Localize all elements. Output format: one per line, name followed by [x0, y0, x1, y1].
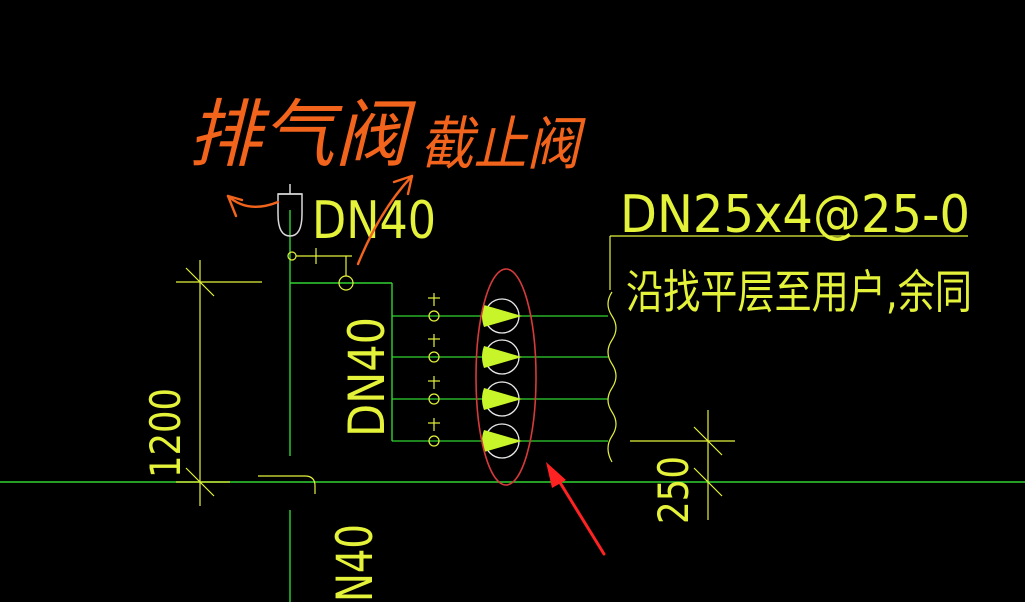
- handwritten-arrow-to-stop-valve: [356, 174, 414, 266]
- dimension-1200: [176, 260, 262, 506]
- handwritten-arrow-to-vent-valve: [226, 194, 280, 218]
- wavy-pipe-bundle: [607, 291, 617, 463]
- dn40-bottom-label: N40: [326, 524, 384, 602]
- riser-bend: [258, 475, 316, 494]
- dimension-250: [630, 410, 735, 520]
- dim-250-label: 250: [649, 456, 698, 524]
- stop-valve-icon: [287, 248, 354, 291]
- flow-direction-marker-icon: [482, 423, 522, 459]
- stop-valve-handwritten-label: 截止阀: [420, 110, 586, 178]
- branch-valve-icon: [428, 334, 440, 363]
- flow-direction-marker-icon: [482, 381, 522, 417]
- dn40-riser-label: DN40: [338, 317, 396, 437]
- branch-valve-icon: [428, 293, 440, 322]
- branch-spec-label: DN25x4@25-0: [620, 185, 970, 245]
- red-pointer-arrow-icon: [546, 462, 606, 556]
- highlight-circle: [475, 268, 537, 486]
- vent-valve-icon: [277, 184, 303, 237]
- flow-direction-marker-icon: [482, 298, 522, 334]
- flow-direction-marker-icon: [482, 339, 522, 375]
- branch-note-label: 沿找平层至用户,余同: [626, 265, 972, 319]
- dim-1200-label: 1200: [141, 388, 190, 478]
- branch-valve-icon: [428, 418, 440, 447]
- dn40-top-label: DN40: [312, 191, 436, 251]
- branch-valve-icon: [428, 376, 440, 405]
- vent-valve-handwritten-label: 排气阀: [188, 92, 417, 178]
